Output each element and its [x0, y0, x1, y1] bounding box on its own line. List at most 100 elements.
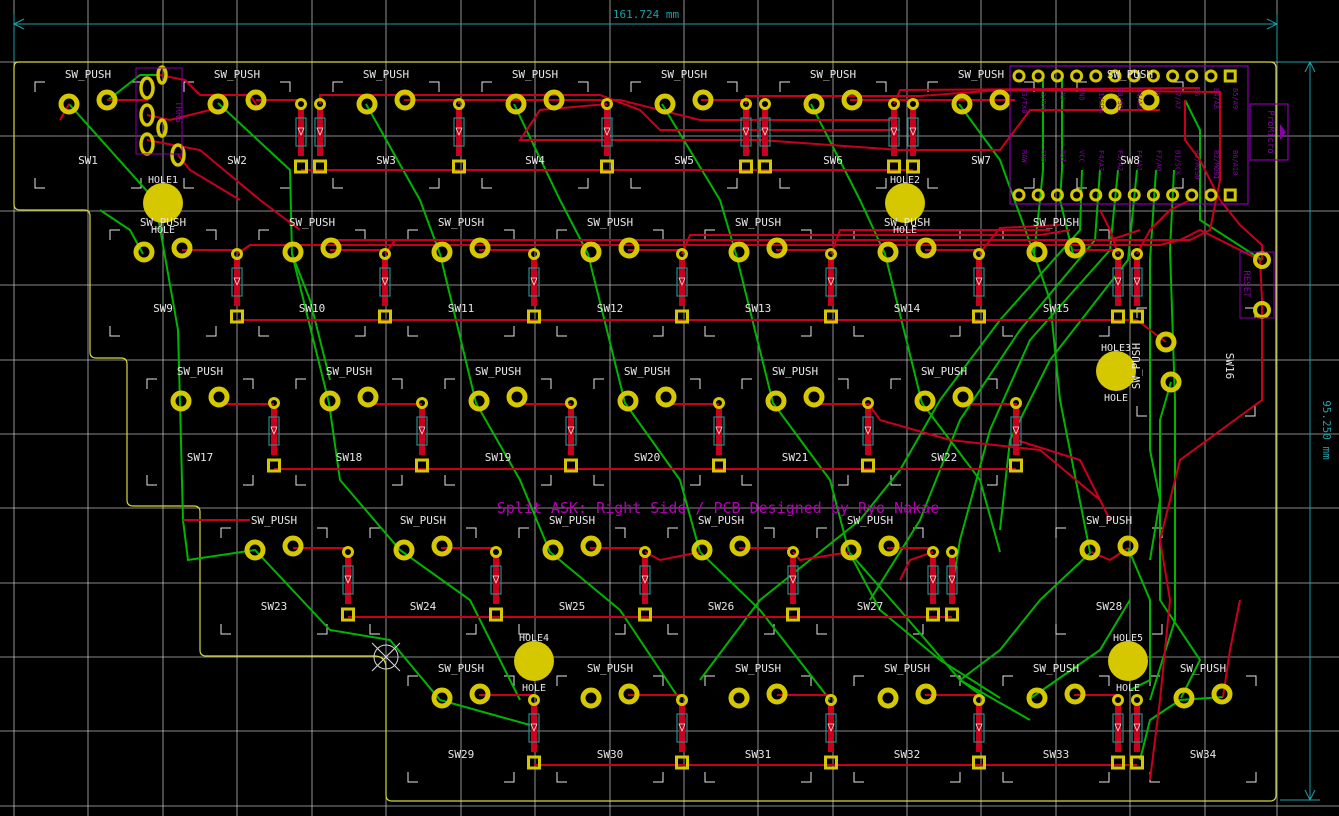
- mounting-hole: [1108, 641, 1148, 681]
- mcu-pin-label: D3/TX0: [1020, 88, 1028, 113]
- courtyard-corner: [890, 378, 901, 389]
- mcu-pad: [1108, 69, 1122, 83]
- switch-footprint-label: SW_PUSH: [884, 662, 930, 675]
- diode: [972, 248, 986, 324]
- diode-body: [1112, 713, 1124, 743]
- courtyard-corner: [295, 475, 306, 486]
- diode-symbol: [1133, 723, 1141, 733]
- switch-designator: SW17: [187, 451, 214, 464]
- diode-lead: [743, 108, 749, 156]
- switch-designator: SW30: [597, 748, 624, 761]
- switch-footprint-label: SW_PUSH: [400, 514, 446, 527]
- front-copper-trace: [1222, 599, 1241, 698]
- switch-footprint-label: SW_PUSH: [251, 514, 297, 527]
- courtyard-corner: [183, 81, 194, 92]
- courtyard-corner: [317, 527, 328, 538]
- trrs-pad: [170, 143, 186, 167]
- courtyard-corner: [704, 772, 715, 783]
- switch-footprint-label: SW_PUSH: [1130, 343, 1143, 389]
- diode: [972, 694, 986, 770]
- mcu-usb-outline: [1249, 103, 1289, 161]
- trrs-label: TRRS: [173, 101, 183, 123]
- courtyard-corner: [630, 178, 641, 189]
- diode: [489, 546, 503, 622]
- switch-footprint-label: SW_PUSH: [363, 68, 409, 81]
- diode-lead: [419, 407, 425, 455]
- diode-body: [713, 416, 725, 446]
- diode-lead: [317, 108, 323, 156]
- switch-pad: [394, 89, 416, 111]
- switch-footprint-label: SW_PUSH: [326, 365, 372, 378]
- mcu-pad: [1223, 69, 1237, 83]
- switch-designator: SW16: [1223, 353, 1236, 380]
- courtyard-corner: [913, 527, 924, 538]
- diode-pad-round: [379, 248, 391, 260]
- diode-lead: [456, 108, 462, 156]
- courtyard-corner: [667, 624, 678, 635]
- mounting-hole: [885, 183, 925, 223]
- diode-pad-round: [825, 694, 837, 706]
- mcu-pin-label: B2/MOSI: [1212, 150, 1220, 180]
- front-copper-trace: [1149, 300, 1263, 781]
- diode-pad-round: [565, 397, 577, 409]
- diode-pad-square: [415, 458, 429, 473]
- trrs-pad: [156, 118, 168, 138]
- front-copper-trace: [319, 94, 900, 131]
- courtyard-corner: [146, 475, 157, 486]
- diode-symbol: [455, 127, 463, 137]
- diode-symbol: [948, 575, 956, 585]
- courtyard-corner: [407, 326, 418, 337]
- switch-pad: [1138, 89, 1160, 111]
- trrs-pad: [139, 103, 155, 127]
- courtyard-corner: [727, 178, 738, 189]
- diode: [527, 694, 541, 770]
- diode-pad-round: [1131, 694, 1143, 706]
- switch-designator: SW21: [782, 451, 809, 464]
- diode-pad-square: [861, 458, 875, 473]
- courtyard-corner: [690, 475, 701, 486]
- diode: [739, 98, 753, 174]
- courtyard-corner: [704, 675, 715, 686]
- diode-symbol: [890, 127, 898, 137]
- courtyard-corner: [853, 772, 864, 783]
- back-copper-traces: [68, 74, 1263, 761]
- courtyard-corner: [332, 81, 343, 92]
- courtyard-corner: [392, 475, 403, 486]
- courtyard-corner: [1136, 307, 1147, 318]
- switch-designator: SW14: [894, 302, 921, 315]
- hole-value: HOLE: [893, 225, 917, 236]
- diode-symbol: [789, 575, 797, 585]
- diode-pad-round: [342, 546, 354, 558]
- courtyard-corner: [481, 81, 492, 92]
- switch-footprint-label: SW_PUSH: [735, 216, 781, 229]
- front-copper-trace: [159, 74, 261, 111]
- diode-body: [888, 117, 900, 147]
- switch-designator: SW29: [448, 748, 475, 761]
- trrs-jack: TRRS: [135, 67, 183, 155]
- front-copper-trace: [899, 551, 934, 581]
- diode-symbol: [418, 426, 426, 436]
- switch-pad: [208, 386, 230, 408]
- diode: [267, 397, 281, 473]
- courtyard-corner: [258, 326, 269, 337]
- courtyard-corner: [258, 229, 269, 240]
- courtyard-corner: [34, 81, 45, 92]
- switch-designator: SW5: [674, 154, 694, 167]
- diode-body: [862, 416, 874, 446]
- mcu-pin-label: F6/A1: [1135, 150, 1143, 171]
- diode-pad-round: [825, 248, 837, 260]
- switch-pad: [1064, 683, 1086, 705]
- switch-designator: SW27: [857, 600, 884, 613]
- front-copper-trace: [830, 229, 1050, 255]
- courtyard-corner: [653, 326, 664, 337]
- switch-pad: [914, 390, 936, 412]
- diode-body: [639, 565, 651, 595]
- diode-symbol: [761, 127, 769, 137]
- diode-symbol: [344, 575, 352, 585]
- diode-pad-round: [787, 546, 799, 558]
- switch-pad: [878, 535, 900, 557]
- back-copper-trace: [365, 103, 681, 701]
- switch-designator: SW25: [559, 600, 586, 613]
- switch-designator: SW8: [1120, 154, 1140, 167]
- diode: [452, 98, 466, 174]
